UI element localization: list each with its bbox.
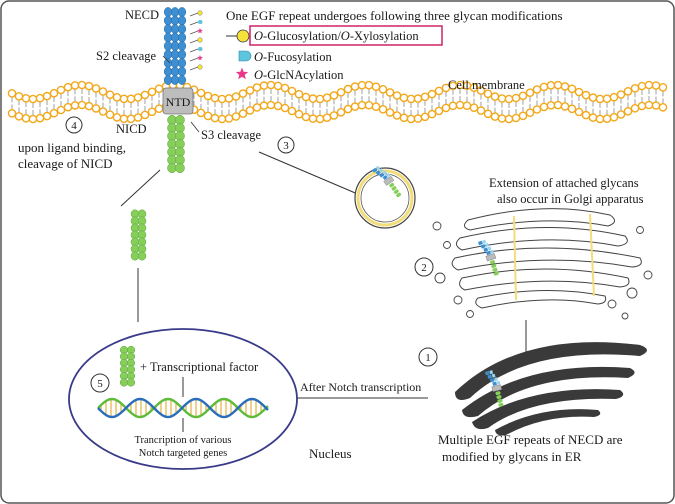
golgi-text-line2: also occur in Golgi apparatus xyxy=(497,192,644,206)
necd-label: NECD xyxy=(125,8,159,22)
transcription-text-line2: Notch targeted genes xyxy=(139,448,227,459)
golgi-text-line1: Extension of attached glycans xyxy=(489,176,639,190)
step-3-number: 3 xyxy=(283,140,289,152)
transcription-text-line1: Trancription of various xyxy=(134,435,231,446)
golgi-apparatus xyxy=(432,208,653,320)
cell-membrane-label: Cell membrane xyxy=(448,78,525,92)
notch-receptor xyxy=(163,7,203,174)
highlight-box xyxy=(249,25,443,46)
step-5-badge xyxy=(90,373,110,393)
step-2-badge xyxy=(414,257,434,277)
step-2-number: 2 xyxy=(421,262,427,274)
step-4-number: 4 xyxy=(71,120,77,132)
step-4-text-line1: upon ligand binding, xyxy=(18,140,126,155)
after-transcription-label: After Notch transcription xyxy=(300,380,421,394)
step-1-number: 1 xyxy=(425,352,431,364)
step-4-badge xyxy=(65,116,83,134)
legend-item-fucosylation: O-Fucosylation xyxy=(254,50,333,64)
glucose-circle-icon xyxy=(236,29,250,43)
legend-title: One EGF repeat undergoes following three… xyxy=(226,8,563,23)
legend-item-glucosylation: O-Glucosylation/O-Xylosylation xyxy=(254,29,419,43)
s3-cleavage-label: S3 cleavage xyxy=(201,128,261,142)
nuclear-nicd xyxy=(119,345,136,387)
nicd-release-connector xyxy=(120,169,161,207)
step-3-connector xyxy=(258,151,361,196)
glcnac-star-icon xyxy=(235,67,249,80)
step-5-number: 5 xyxy=(97,378,103,390)
er-text-line1: Multiple EGF repeats of NECD are xyxy=(438,432,623,447)
transport-vesicle xyxy=(354,165,416,229)
glycan-legend: One EGF repeat undergoes following three… xyxy=(226,8,563,82)
s2-cleavage-label: S2 cleavage xyxy=(96,49,156,63)
ntd-domain: NTD xyxy=(162,87,194,115)
ntd-label: NTD xyxy=(166,95,191,109)
legend-item-glcnacylation: O-GlcNAcylation xyxy=(254,68,344,82)
nicd-label: NICD xyxy=(116,122,147,136)
released-nicd xyxy=(130,209,147,261)
cell-membrane xyxy=(7,80,668,124)
fucose-icon xyxy=(238,50,252,62)
step-4-text-line2: cleavage of NICD xyxy=(18,156,113,171)
step-1-badge xyxy=(418,347,438,367)
transcription-factor-label: + Transcriptional factor xyxy=(140,360,259,374)
dna-double-helix xyxy=(97,397,269,419)
nucleus-label: Nucleus xyxy=(309,446,352,461)
er-text-line2: modified by glycans in ER xyxy=(442,449,582,464)
step-3-badge xyxy=(277,136,295,154)
endoplasmic-reticulum xyxy=(455,342,647,436)
